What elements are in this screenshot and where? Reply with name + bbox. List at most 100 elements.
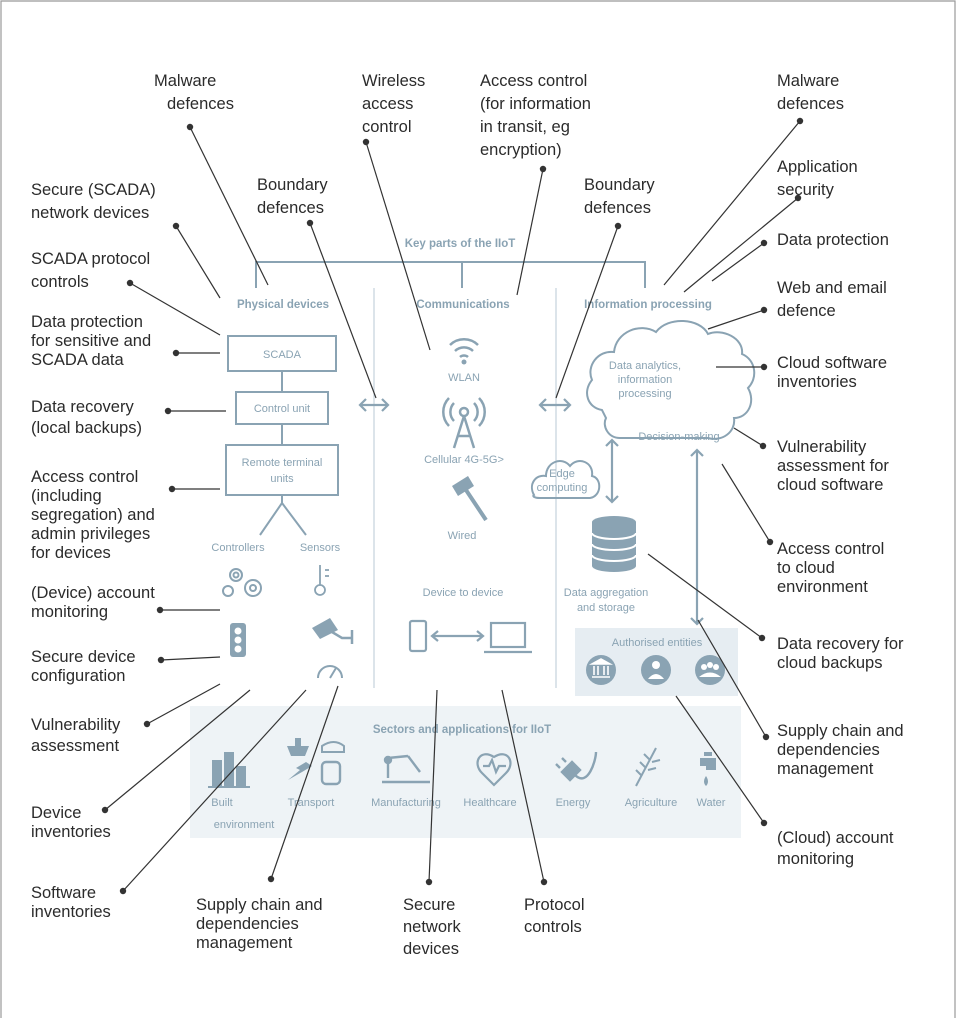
- double-arrow-right: [538, 398, 572, 412]
- callout-wireless-3: control: [362, 118, 412, 136]
- wifi-icon: [449, 338, 479, 359]
- cellular-label: Cellular 4G-5G>: [424, 454, 504, 466]
- scada-box-label: SCADA: [263, 349, 302, 361]
- callout-secure-config-2: configuration: [31, 667, 125, 685]
- authorised-entities-label: Authorised entities: [612, 637, 703, 649]
- callout-boundary-left-2: defences: [257, 199, 324, 217]
- callout-supply-bottom-2: dependencies: [196, 915, 299, 933]
- callout-access-transit-4: encryption): [480, 141, 562, 159]
- callout-malware-left-1: Malware: [154, 72, 216, 90]
- callout-vuln-cloud-3: cloud software: [777, 476, 883, 494]
- robot-arm-icon: [382, 754, 430, 784]
- leader-lines: [104, 120, 801, 892]
- rtu-label-line2: units: [270, 473, 294, 485]
- sector-built-line1: Built: [211, 797, 232, 809]
- column-information-processing: Information processing: [584, 299, 712, 311]
- callout-access-cloud-3: environment: [777, 578, 868, 596]
- callout-access-cloud-2: to cloud: [777, 559, 835, 577]
- aggregation-line1: Data aggregation: [564, 587, 648, 599]
- callout-cloud-account-1: (Cloud) account: [777, 829, 894, 847]
- device-to-device-icon: [408, 619, 532, 654]
- callout-access-incl-3: segregation) and: [31, 506, 155, 524]
- callout-data-protection-left-2: for sensitive and: [31, 332, 151, 350]
- callout-access-incl-1: Access control: [31, 468, 138, 486]
- gauge-icon: [317, 665, 343, 679]
- sector-manufacturing-label: Manufacturing: [371, 797, 441, 809]
- sector-transport-label: Transport: [288, 797, 335, 809]
- callout-software-inventories-2: inventories: [31, 903, 111, 921]
- callout-protocol-controls-2: controls: [524, 918, 582, 936]
- callout-supply-right-1: Supply chain and: [777, 722, 904, 740]
- sectors-panel: [190, 706, 741, 838]
- traffic-light-icon: [230, 623, 246, 657]
- callout-malware-left-2: defences: [167, 95, 234, 113]
- transport-icon: [287, 738, 345, 786]
- callout-secure-network-3: devices: [403, 940, 459, 958]
- callout-access-transit-3: in transit, eg: [480, 118, 570, 136]
- callout-cloud-account-2: monitoring: [777, 850, 854, 868]
- callout-device-inventories-2: inventories: [31, 823, 111, 841]
- building-icon: [208, 752, 250, 788]
- callout-scada-protocol-2: controls: [31, 273, 89, 291]
- wheat-icon: [635, 747, 661, 787]
- column-communications: Communications: [416, 299, 509, 311]
- callout-boundary-right-1: Boundary: [584, 176, 655, 194]
- callout-malware-right-1: Malware: [777, 72, 839, 90]
- column-physical-devices: Physical devices: [237, 299, 329, 311]
- wired-label: Wired: [448, 530, 477, 542]
- water-tap-icon: [700, 752, 716, 786]
- aggregation-line2: and storage: [577, 602, 635, 614]
- callout-access-transit-2: (for information: [480, 95, 591, 113]
- wlan-label: WLAN: [448, 372, 480, 384]
- callout-web-email-2: defence: [777, 302, 836, 320]
- ethernet-cable-icon: [452, 476, 488, 522]
- callout-data-protection-right: Data protection: [777, 231, 889, 249]
- callout-secure-config-1: Secure device: [31, 648, 136, 666]
- callout-vuln-assess-1: Vulnerability: [31, 716, 121, 734]
- callout-vuln-cloud-1: Vulnerability: [777, 438, 867, 456]
- callout-app-security-2: security: [777, 181, 835, 199]
- scada-chain: [225, 335, 339, 536]
- sector-healthcare-label: Healthcare: [463, 797, 516, 809]
- leader-dots: [101, 117, 804, 895]
- callout-supply-bottom-3: management: [196, 934, 293, 952]
- gears-icon: [222, 568, 262, 597]
- callout-device-inventories-1: Device: [31, 804, 81, 822]
- callout-scada-protocol-1: SCADA protocol: [31, 250, 150, 268]
- callout-access-cloud-1: Access control: [777, 540, 884, 558]
- cctv-camera-icon: [312, 618, 354, 644]
- cloud-icon: [586, 319, 756, 440]
- analytics-line2: information: [618, 374, 672, 386]
- callout-access-incl-5: for devices: [31, 544, 111, 562]
- controllers-label: Controllers: [211, 542, 265, 554]
- callout-supply-bottom-1: Supply chain and: [196, 896, 323, 914]
- callout-vuln-cloud-2: assessment for: [777, 457, 889, 475]
- analytics-line3: processing: [618, 388, 671, 400]
- vertical-arrow-storage: [605, 438, 619, 504]
- sector-energy-label: Energy: [556, 797, 591, 809]
- callout-vuln-assess-2: assessment: [31, 737, 119, 755]
- person-icon: [641, 655, 671, 685]
- callout-device-account-1: (Device) account: [31, 584, 155, 602]
- callout-protocol-controls-1: Protocol: [524, 896, 585, 914]
- callout-access-incl-2: (including: [31, 487, 102, 505]
- callout-data-protection-left-1: Data protection: [31, 313, 143, 331]
- group-icon: [695, 655, 725, 685]
- callout-supply-right-2: dependencies: [777, 741, 880, 759]
- key-parts-title: Key parts of the IIoT: [405, 238, 516, 250]
- callout-wireless-2: access: [362, 95, 413, 113]
- database-icon: [591, 516, 637, 572]
- callout-cloud-inventories-2: inventories: [777, 373, 857, 391]
- vertical-arrow-authorised: [690, 448, 704, 626]
- rtu-label-line1: Remote terminal: [242, 457, 323, 469]
- callout-secure-scada-2: network devices: [31, 204, 149, 222]
- callout-supply-right-3: management: [777, 760, 874, 778]
- decision-making-label: Decision-making: [638, 431, 719, 443]
- callout-access-transit-1: Access control: [480, 72, 587, 90]
- wifi-dot: [461, 359, 467, 365]
- callout-data-protection-left-3: SCADA data: [31, 351, 124, 369]
- thermometer-icon: [314, 565, 329, 596]
- sectors-title: Sectors and applications for IIoT: [373, 724, 551, 736]
